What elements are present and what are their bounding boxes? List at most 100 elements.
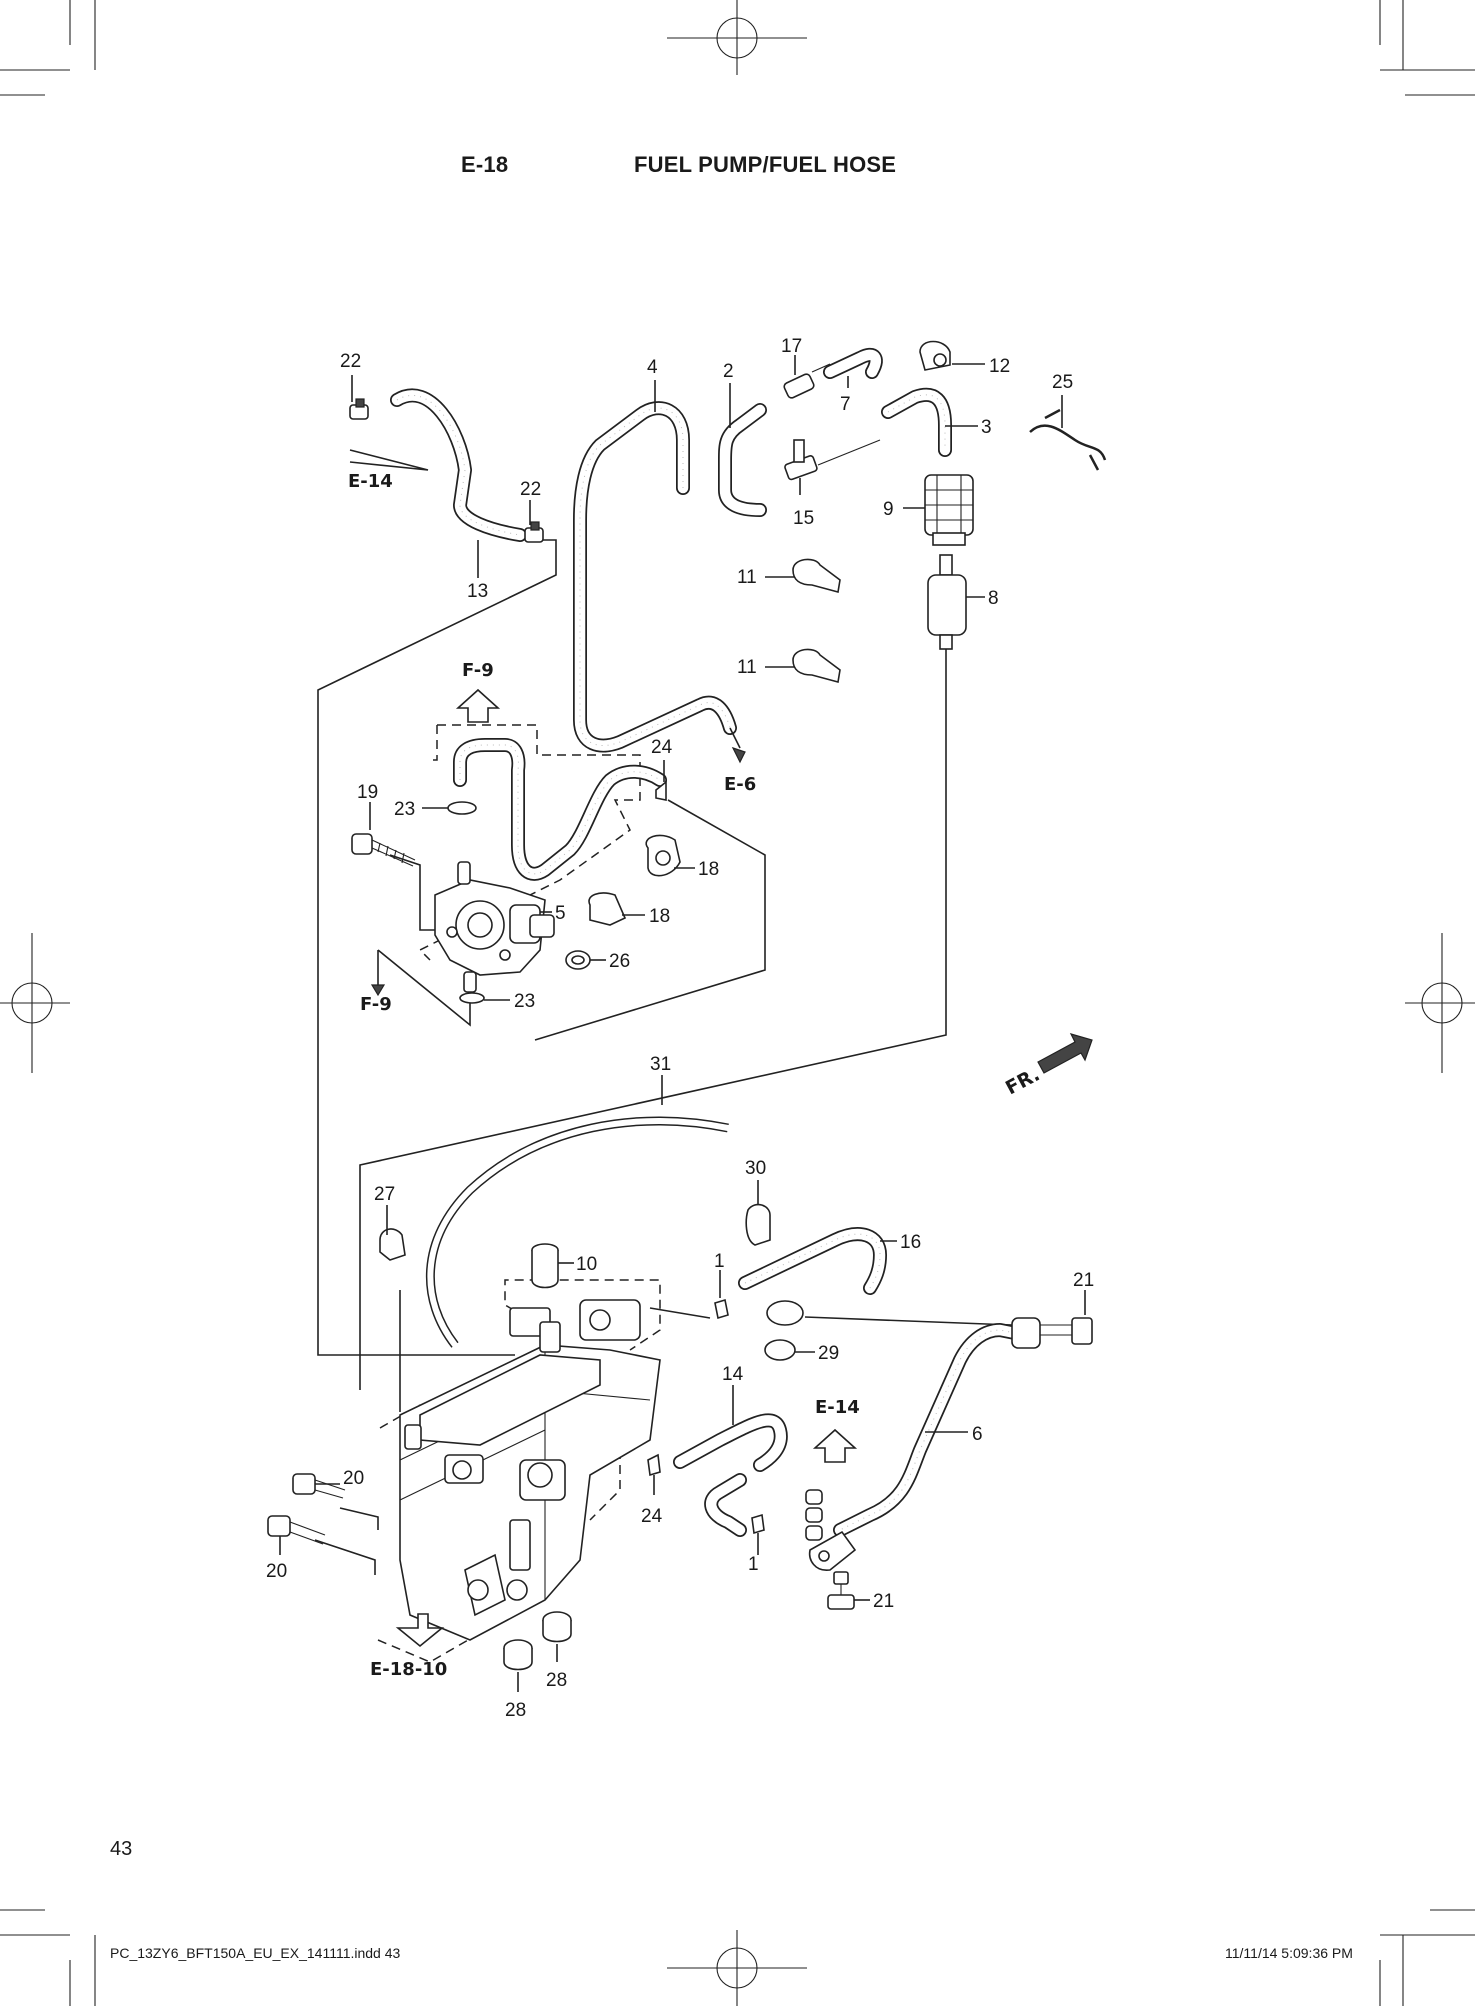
clip-23-upper xyxy=(447,801,477,815)
clip-24-upper xyxy=(655,780,667,801)
filter-8 xyxy=(927,554,967,650)
filter-9 xyxy=(924,474,974,546)
callout-1-upper: 1 xyxy=(714,1251,725,1272)
hose-6 xyxy=(833,1323,1022,1537)
clip-1-lower xyxy=(751,1513,765,1535)
callout-25: 25 xyxy=(1052,372,1073,393)
fuel-pump xyxy=(434,861,555,993)
arrow-f9-lower xyxy=(370,950,386,997)
callout-6: 6 xyxy=(972,1424,983,1445)
hose-16 xyxy=(738,1227,887,1295)
bracket-6 xyxy=(808,1530,857,1571)
hose-14 xyxy=(673,1413,788,1537)
callout-2: 2 xyxy=(723,361,734,382)
callout-7: 7 xyxy=(840,394,851,415)
section-code: E-18 xyxy=(461,152,509,177)
clip-11-upper xyxy=(792,558,841,594)
registration-mark-top xyxy=(667,0,807,75)
bolt-20-lower xyxy=(267,1515,326,1545)
ref-label-e14-upper: E-14 xyxy=(348,471,393,492)
callout-24-lower: 24 xyxy=(641,1506,663,1527)
callout-19: 19 xyxy=(357,782,378,803)
callout-1-lower: 1 xyxy=(748,1554,759,1575)
footer-filename: PC_13ZY6_BFT150A_EU_EX_141111.indd 43 xyxy=(110,1945,401,1961)
grommet-stack xyxy=(805,1489,823,1541)
registration-mark-left xyxy=(0,933,70,1073)
callout-5: 5 xyxy=(555,903,566,924)
callout-4: 4 xyxy=(647,357,658,378)
callout-9: 9 xyxy=(883,499,894,520)
callout-26: 26 xyxy=(609,951,630,972)
callout-21-upper: 21 xyxy=(1073,1270,1094,1291)
plug-28-left xyxy=(503,1639,533,1671)
callout-16: 16 xyxy=(900,1232,921,1253)
callout-20-lower: 20 xyxy=(266,1561,287,1582)
bolt-19 xyxy=(351,833,416,867)
callout-23-lower: 23 xyxy=(514,991,535,1012)
callout-27: 27 xyxy=(374,1184,395,1205)
clamp-18-upper xyxy=(645,834,681,877)
clip-24-lower xyxy=(647,1453,661,1477)
hose-7 xyxy=(823,347,883,379)
callout-21-lower: 21 xyxy=(873,1591,894,1612)
clip-30 xyxy=(745,1203,771,1246)
clip-22-lower xyxy=(524,521,544,543)
callout-22-upper: 22 xyxy=(340,351,361,372)
callout-28-left: 28 xyxy=(505,1700,526,1721)
callout-24-upper: 24 xyxy=(651,737,673,758)
hose-31 xyxy=(425,1116,731,1348)
callout-3: 3 xyxy=(981,417,992,438)
arrow-e18-10 xyxy=(395,1613,445,1648)
hose-13 xyxy=(390,388,527,542)
callout-22-lower: 22 xyxy=(520,479,541,500)
ref-label-e6: E-6 xyxy=(724,774,756,795)
callout-18-lower: 18 xyxy=(649,906,670,927)
joint-10 xyxy=(531,1243,559,1289)
gasket-26 xyxy=(565,950,591,970)
plug-28-right xyxy=(542,1611,572,1643)
arrow-fr xyxy=(1037,1033,1093,1074)
joint-17 xyxy=(783,363,831,399)
callout-30: 30 xyxy=(745,1158,766,1179)
ref-label-e14-lower: E-14 xyxy=(815,1397,860,1418)
hose-2 xyxy=(718,403,767,517)
callout-17: 17 xyxy=(781,336,802,357)
hose-3 xyxy=(881,387,952,457)
grommet-27 xyxy=(379,1228,406,1261)
callout-15: 15 xyxy=(793,508,814,529)
callout-11-lower: 11 xyxy=(737,657,757,678)
arrow-e14-lower xyxy=(812,1428,858,1463)
callout-8: 8 xyxy=(988,588,999,609)
callout-20-upper: 20 xyxy=(343,1468,364,1489)
ref-label-f9-lower: F-9 xyxy=(360,994,392,1015)
arrow-f9-upper xyxy=(455,688,501,723)
registration-mark-bottom xyxy=(667,1930,807,2006)
arrow-e6 xyxy=(729,727,746,764)
callout-28-right: 28 xyxy=(546,1670,567,1691)
callout-29: 29 xyxy=(818,1343,839,1364)
joint-15 xyxy=(784,439,881,481)
callout-23-upper: 23 xyxy=(394,799,415,820)
registration-mark-right xyxy=(1405,933,1475,1073)
clamp-29 xyxy=(764,1300,804,1361)
clip-25 xyxy=(1029,408,1107,471)
bolt-21-upper xyxy=(1011,1317,1093,1349)
pump-hose xyxy=(453,738,667,881)
connection-lines xyxy=(314,539,1013,1575)
ref-label-e18-10: E-18-10 xyxy=(370,1659,447,1680)
hose-4 xyxy=(573,401,737,753)
page-number: 43 xyxy=(110,1838,133,1860)
ref-label-f9-upper: F-9 xyxy=(462,660,494,681)
callout-10: 10 xyxy=(576,1254,597,1275)
bolt-21-lower xyxy=(827,1571,855,1610)
clip-11-lower xyxy=(792,648,841,684)
fr-label: FR. xyxy=(1002,1063,1043,1099)
clip-22-upper xyxy=(349,398,369,420)
callout-14: 14 xyxy=(722,1364,744,1385)
callout-13: 13 xyxy=(467,581,488,602)
clip-23-lower xyxy=(459,992,485,1004)
callout-18-upper: 18 xyxy=(698,859,719,880)
footer-timestamp: 11/11/14 5:09:36 PM xyxy=(1225,1945,1353,1961)
